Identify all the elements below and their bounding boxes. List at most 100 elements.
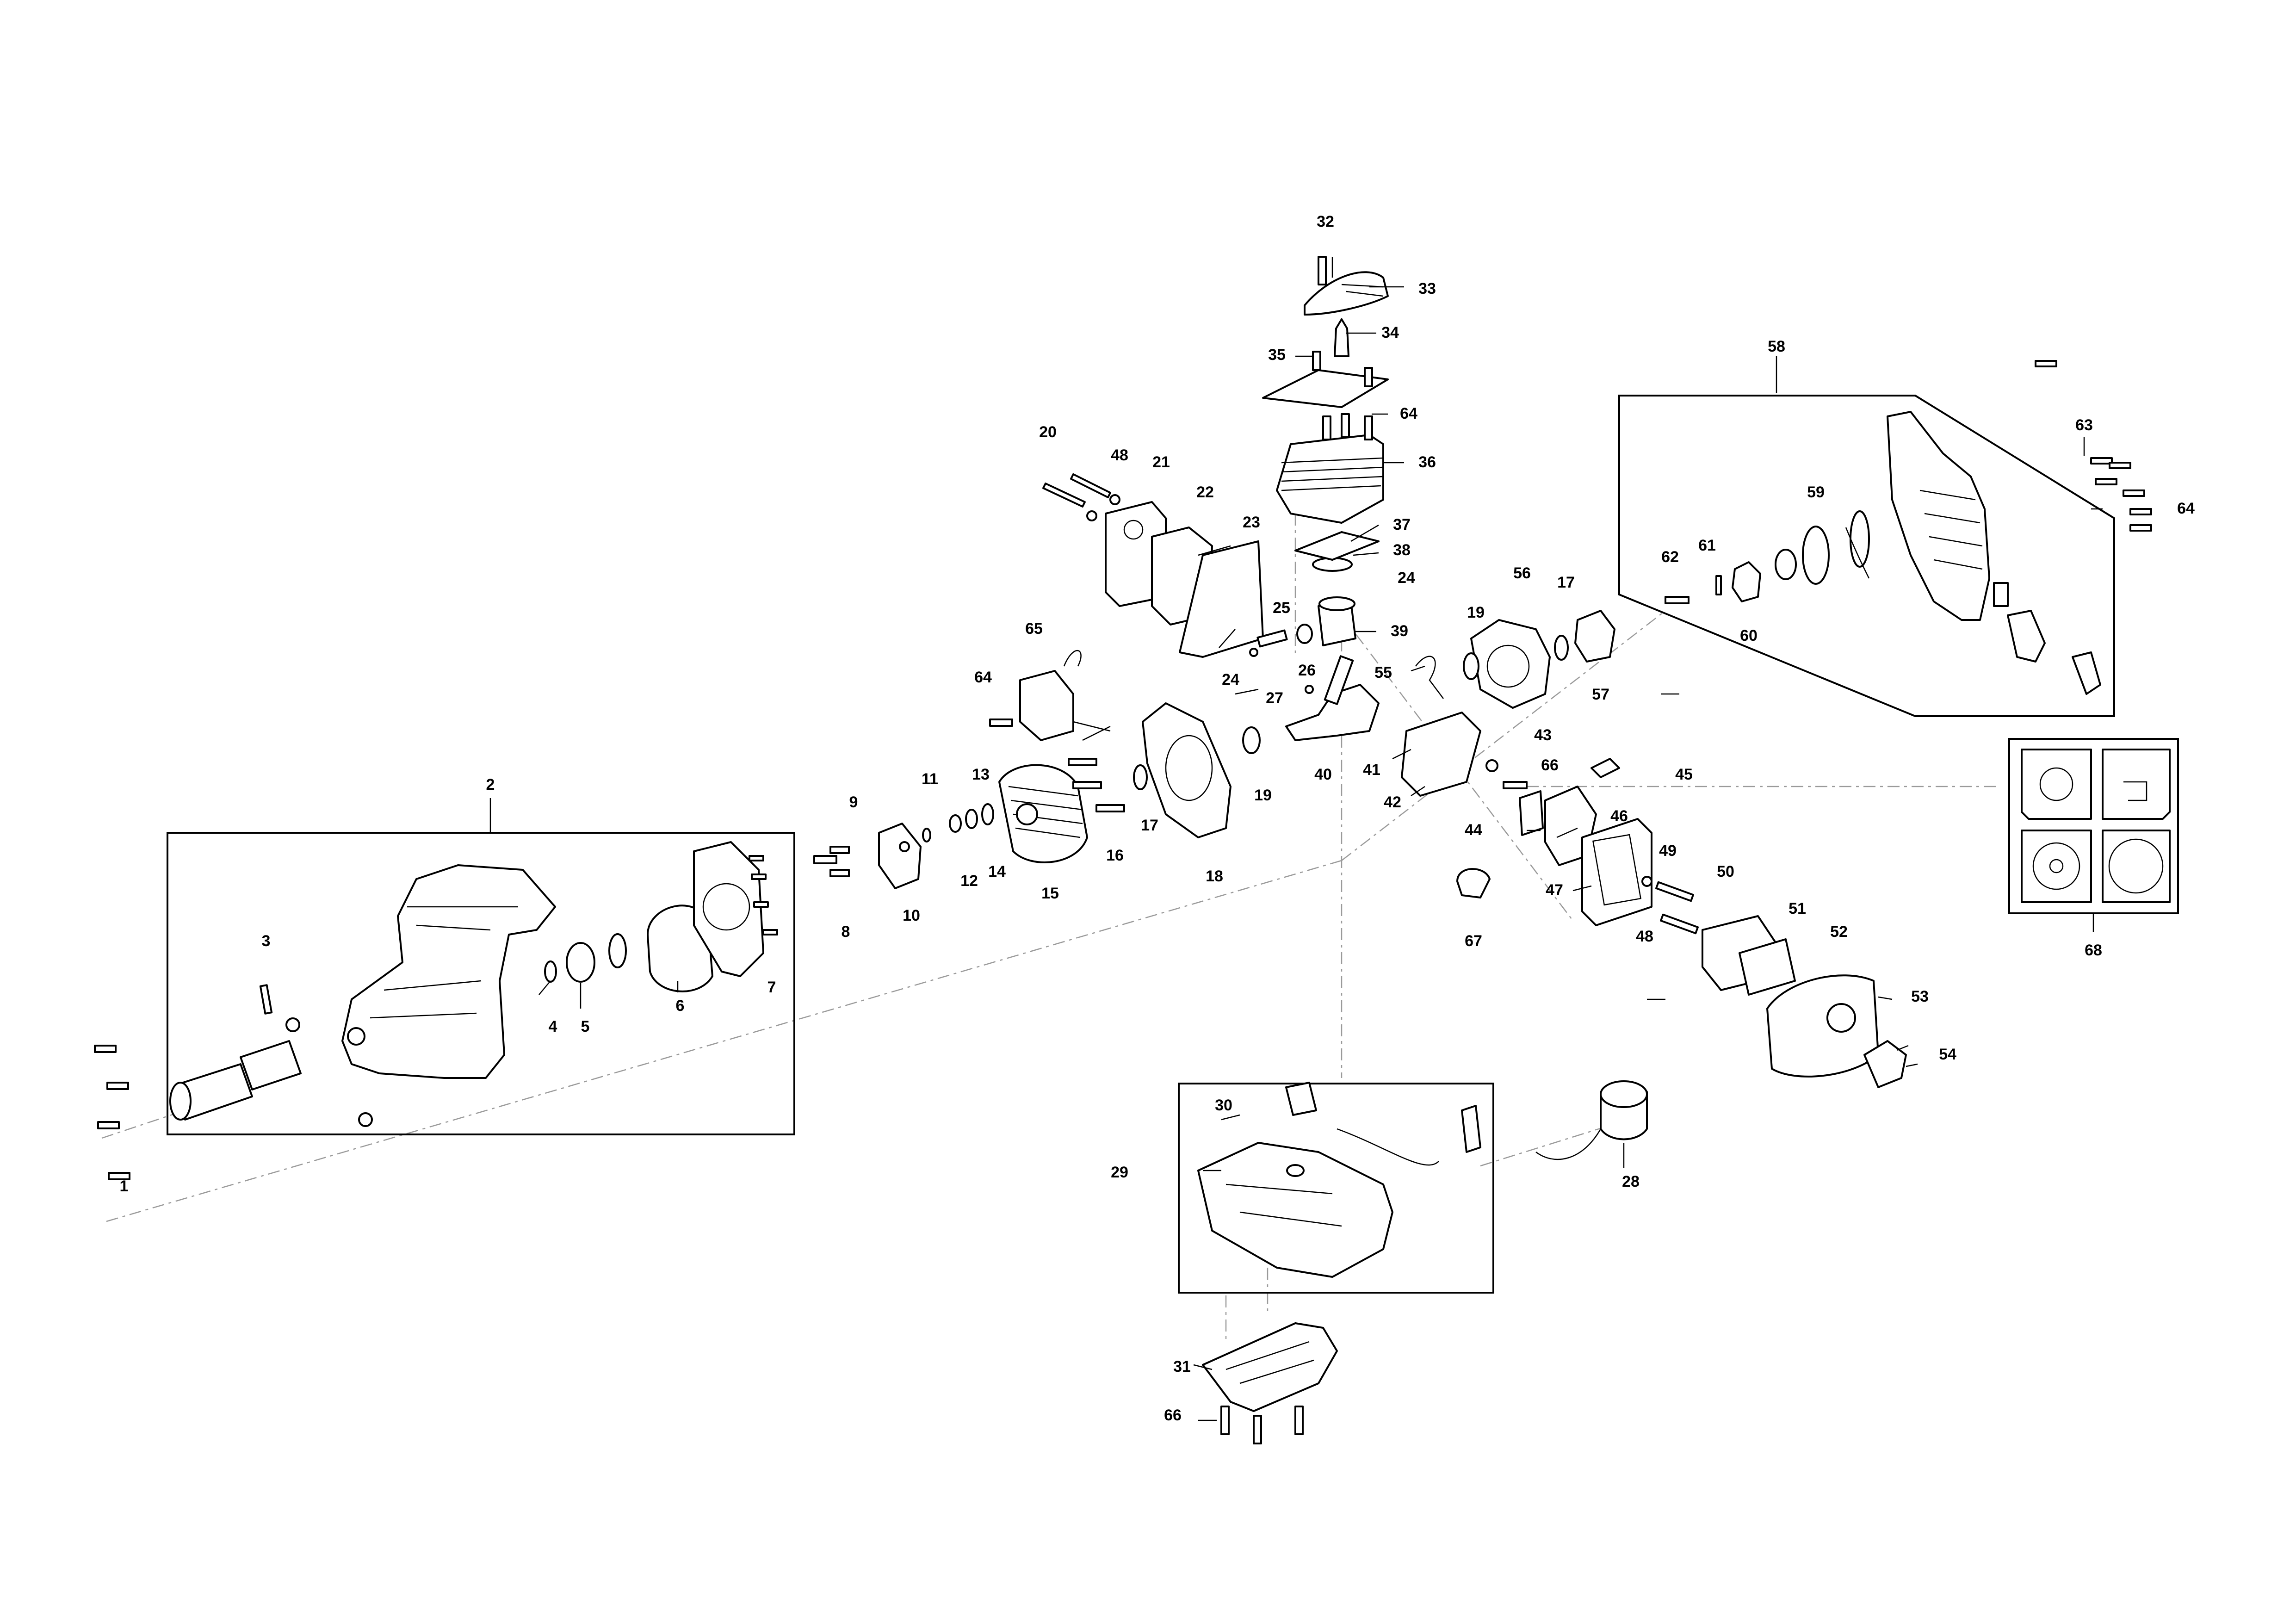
callout-62: 62 <box>1661 548 1679 566</box>
ignition-coil-65 <box>1019 670 1074 741</box>
callout-42: 42 <box>1384 793 1401 811</box>
bearing-19 <box>1242 726 1261 754</box>
callout-10: 10 <box>903 907 920 924</box>
callout-13: 13 <box>972 766 990 783</box>
callout-6: 6 <box>676 997 685 1015</box>
callout-38: 38 <box>1393 541 1411 559</box>
tube-clamp <box>240 1040 302 1090</box>
callout-23: 23 <box>1243 514 1260 531</box>
fuel-cap-group <box>1535 1080 1648 1160</box>
callout-47: 47 <box>1546 881 1563 899</box>
callout-48a: 48 <box>1111 446 1128 464</box>
callout-17a: 17 <box>1141 817 1158 834</box>
clutch-housing-group-box <box>167 832 795 1135</box>
starter-cup-60 <box>1732 561 1761 602</box>
flange-plate <box>693 841 764 977</box>
callout-64a: 64 <box>974 669 992 686</box>
callout-44: 44 <box>1465 821 1482 839</box>
callout-60: 60 <box>1740 627 1758 644</box>
callout-30: 30 <box>1215 1096 1232 1114</box>
callout-59: 59 <box>1807 483 1825 501</box>
callout-45: 45 <box>1675 766 1693 783</box>
callout-46: 46 <box>1610 807 1628 825</box>
bolt-20 <box>1042 483 1086 508</box>
callout-11: 11 <box>922 770 938 788</box>
callout-61: 61 <box>1698 537 1716 554</box>
callout-3: 3 <box>262 932 271 950</box>
callout-64b: 64 <box>1400 405 1417 422</box>
carb-gasket-44 <box>1519 790 1544 836</box>
callout-32: 32 <box>1317 213 1334 230</box>
callout-37: 37 <box>1393 516 1411 533</box>
spark-plug-34 <box>1334 318 1349 357</box>
base-gasket-37 <box>1294 531 1380 561</box>
callout-17b: 17 <box>1557 574 1575 591</box>
ground-wire-55 <box>1415 656 1444 699</box>
fuel-tank-group <box>1197 1082 1481 1278</box>
callout-26: 26 <box>1298 662 1316 679</box>
skid-plate-group <box>1202 1322 1338 1444</box>
crankcase-56 <box>1470 619 1551 709</box>
callout-40: 40 <box>1314 766 1332 783</box>
circlip-4 <box>544 960 557 983</box>
air-filter-base-47 <box>1581 818 1652 926</box>
callout-25: 25 <box>1273 599 1290 617</box>
callout-65: 65 <box>1025 620 1043 638</box>
callout-20: 20 <box>1039 423 1057 441</box>
callout-67: 67 <box>1465 932 1482 950</box>
circlip <box>608 933 627 968</box>
callout-4: 4 <box>549 1018 557 1035</box>
fuel-line-45 <box>1590 758 1620 778</box>
callout-27: 27 <box>1266 689 1283 707</box>
seal-17 <box>1133 764 1148 790</box>
callout-54: 54 <box>1939 1046 1956 1063</box>
loose-bolts-left <box>94 1045 130 1180</box>
callout-66b: 66 <box>1164 1406 1182 1424</box>
clutch-housing <box>341 864 556 1079</box>
callout-33: 33 <box>1418 280 1436 297</box>
callout-16: 16 <box>1106 847 1124 864</box>
filter-52 <box>1739 938 1796 996</box>
callout-51: 51 <box>1789 900 1806 917</box>
callout-64c: 64 <box>2177 500 2195 517</box>
callout-8: 8 <box>842 923 850 941</box>
fuel-hose <box>1337 1128 1439 1166</box>
engine-parts <box>813 256 1907 1088</box>
flywheel-15 <box>998 764 1088 863</box>
bearing-5 <box>566 942 595 983</box>
bolt-32 <box>1318 256 1327 285</box>
callout-48b: 48 <box>1636 928 1653 945</box>
callout-41: 41 <box>1363 761 1380 779</box>
callout-57: 57 <box>1592 686 1609 703</box>
callout-34: 34 <box>1381 324 1399 341</box>
callout-28: 28 <box>1622 1173 1640 1190</box>
flywheel-pawl-57 <box>1574 610 1615 663</box>
callout-31: 31 <box>1173 1358 1191 1375</box>
primer-bulb-67 <box>1456 868 1491 898</box>
callout-50: 50 <box>1717 863 1734 880</box>
clutch-shoes-10 <box>878 823 922 889</box>
fuel-filter-30 <box>1285 1082 1317 1116</box>
callout-15: 15 <box>1041 885 1059 902</box>
callout-36: 36 <box>1418 453 1436 471</box>
callout-29: 29 <box>1111 1164 1128 1181</box>
crankcase-18 <box>1142 702 1232 838</box>
callout-1: 1 <box>120 1177 129 1195</box>
callout-53: 53 <box>1911 988 1929 1005</box>
callout-21: 21 <box>1152 453 1170 471</box>
starter-group <box>1665 411 2101 695</box>
callout-66a: 66 <box>1541 756 1559 774</box>
bolt-50 <box>1655 881 1694 902</box>
callout-68: 68 <box>2085 942 2102 959</box>
starter-group-box <box>1618 395 2115 717</box>
heat-shield-23 <box>1179 540 1264 658</box>
leader-lines <box>489 257 2103 1421</box>
callout-12: 12 <box>960 872 978 890</box>
callout-22: 22 <box>1196 483 1214 501</box>
callout-24a: 24 <box>1222 671 1239 688</box>
callout-labels: 1 2 3 4 5 6 7 8 9 10 11 12 13 14 15 16 1… <box>120 213 2195 1424</box>
callout-58: 58 <box>1768 338 1785 355</box>
callout-39: 39 <box>1391 622 1408 640</box>
